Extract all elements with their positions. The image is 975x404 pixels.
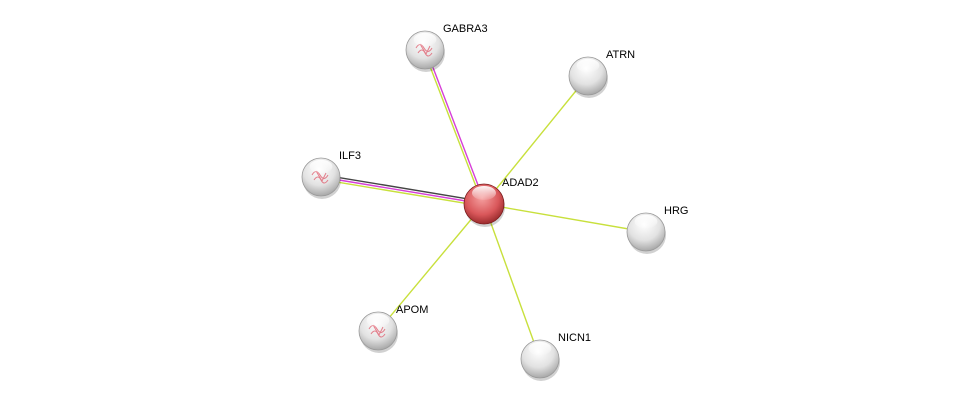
- node-highlight: [309, 159, 333, 174]
- node-label: ATRN: [606, 49, 635, 61]
- protein-structure-icon: [415, 43, 433, 57]
- edge-adad2-hrg[interactable]: [483, 203, 647, 233]
- edge-adad2-atrn[interactable]: [483, 75, 589, 205]
- node-highlight: [528, 341, 552, 356]
- edge-evidence-line: [423, 50, 484, 205]
- node-highlight: [413, 32, 437, 47]
- edge-evidence-line: [377, 203, 485, 332]
- node-label: NICN1: [558, 332, 591, 344]
- edge-adad2-nicn1[interactable]: [483, 203, 541, 360]
- node-hrg[interactable]: HRG: [626, 205, 688, 254]
- edge-adad2-apom[interactable]: [377, 203, 485, 332]
- edge-evidence-line: [483, 203, 541, 360]
- node-highlight: [634, 214, 658, 229]
- node-label: ILF3: [339, 150, 361, 162]
- node-label: HRG: [664, 205, 688, 217]
- protein-structure-icon: [311, 170, 329, 184]
- node-atrn[interactable]: ATRN: [568, 49, 635, 98]
- edge-evidence-line: [320, 176, 485, 205]
- node-label: APOM: [396, 304, 428, 316]
- node-adad2[interactable]: ADAD2: [463, 177, 539, 227]
- edge-evidence-line: [321, 173, 485, 203]
- edge-evidence-line: [425, 49, 486, 204]
- node-gabra3[interactable]: GABRA3: [405, 23, 488, 72]
- node-ilf3[interactable]: ILF3: [301, 150, 361, 199]
- node-label: GABRA3: [443, 23, 488, 35]
- edge-evidence-line: [483, 203, 647, 233]
- node-nicn1[interactable]: NICN1: [520, 332, 591, 381]
- node-apom[interactable]: APOM: [358, 304, 428, 353]
- edge-adad2-gabra3[interactable]: [423, 49, 486, 205]
- edge-evidence-line: [320, 178, 484, 208]
- edge-evidence-line: [483, 75, 589, 205]
- node-highlight: [366, 313, 390, 328]
- node-label: ADAD2: [502, 177, 539, 189]
- protein-structure-icon: [368, 324, 386, 338]
- node-highlight: [576, 58, 600, 73]
- node-highlight: [472, 186, 496, 200]
- edge-adad2-ilf3[interactable]: [320, 173, 485, 208]
